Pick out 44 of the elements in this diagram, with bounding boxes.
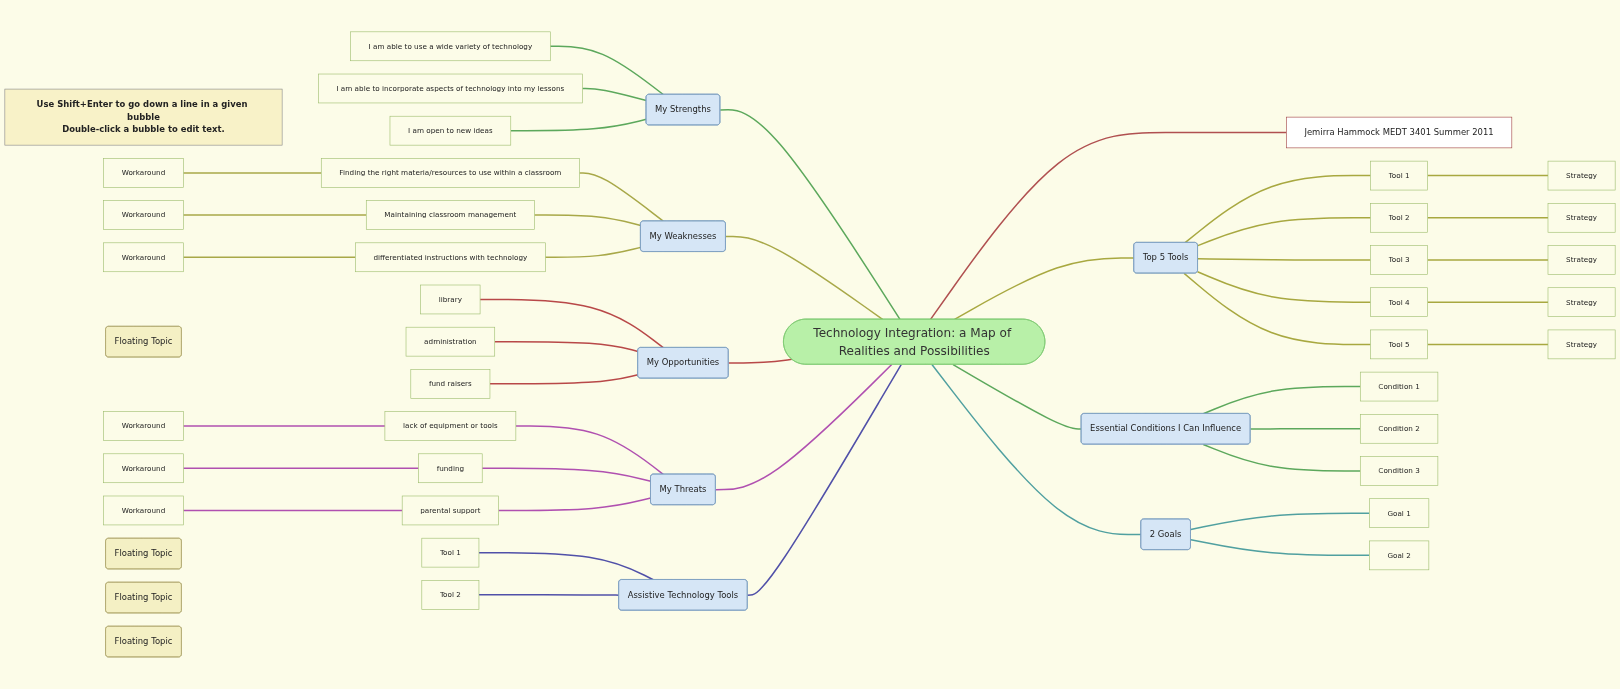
- connector: [746, 363, 902, 596]
- connector: [1249, 428, 1362, 430]
- connector: [1190, 539, 1371, 557]
- connector: [1190, 512, 1371, 531]
- connector: [952, 363, 1083, 430]
- connector: [182, 214, 368, 216]
- connector: [1184, 174, 1372, 244]
- connector: [549, 45, 664, 96]
- connector: [489, 374, 639, 385]
- connector: [1426, 259, 1549, 261]
- connector: [1197, 217, 1372, 247]
- connector: [481, 467, 652, 483]
- connector: [1202, 385, 1362, 415]
- connector: [725, 235, 884, 321]
- connector: [1426, 217, 1549, 219]
- connector: [1426, 301, 1549, 304]
- connector: [182, 425, 386, 427]
- connector: [478, 552, 654, 581]
- connector: [931, 363, 1142, 536]
- connector: [182, 467, 420, 470]
- connector: [533, 214, 642, 227]
- connector: [1426, 174, 1549, 177]
- node-box: Use Shift+Enter to go down a line in a given bubble Double-click a bubble to edit text.: [4, 88, 283, 146]
- connector: [544, 246, 642, 259]
- connector: [1197, 258, 1372, 261]
- connector: [479, 298, 664, 349]
- connector: [182, 509, 403, 512]
- connector: [515, 425, 664, 476]
- connector: [1183, 272, 1372, 346]
- connector: [182, 256, 357, 259]
- connector: [1196, 271, 1372, 304]
- connector: [493, 341, 639, 353]
- connector: [719, 109, 901, 321]
- connector: [953, 257, 1135, 321]
- node-box: Jemirra Hammock MEDT 3401 Summer 2011: [1286, 116, 1513, 149]
- connector: [497, 497, 652, 512]
- connector: [727, 358, 793, 364]
- connector: [578, 172, 664, 222]
- connector: [1202, 443, 1362, 472]
- connector: [714, 363, 893, 491]
- connector: [182, 172, 322, 174]
- connector: [929, 131, 1288, 321]
- connector: [1426, 343, 1549, 346]
- connector: [478, 594, 620, 596]
